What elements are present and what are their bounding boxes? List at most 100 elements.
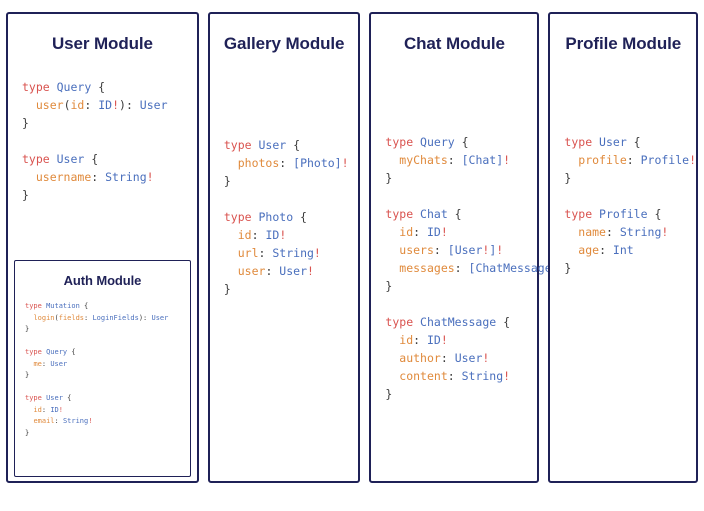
code-token-pun: { bbox=[67, 348, 76, 356]
module-card-chat[interactable]: Chat Module type Query { myChats: [Chat]!… bbox=[369, 12, 565, 483]
module-title-user: User Module bbox=[51, 34, 153, 53]
code-token-kw: type bbox=[223, 210, 259, 224]
code-token-pun: : bbox=[626, 153, 641, 167]
code-token-tn: String bbox=[461, 369, 504, 383]
code-token-tn: User bbox=[46, 394, 63, 402]
code-token-tn: ID bbox=[98, 98, 113, 112]
code-blank-line bbox=[25, 382, 190, 394]
code-line: id: ID! bbox=[224, 226, 359, 244]
code-line: messages: [ChatMessage]! bbox=[385, 259, 565, 277]
code-line: me: User bbox=[25, 359, 190, 371]
code-token-tn: Profile bbox=[599, 207, 648, 221]
code-line: } bbox=[25, 324, 190, 336]
code-line: type Query { bbox=[385, 133, 537, 151]
code-token-pun bbox=[385, 333, 399, 347]
code-blank-line bbox=[25, 336, 190, 348]
code-line: name: String! bbox=[564, 223, 696, 241]
code-line: id: ID! bbox=[385, 331, 537, 349]
code-token-kw: type bbox=[385, 207, 421, 221]
code-token-pun: } bbox=[22, 116, 29, 130]
code-token-pun: : bbox=[265, 264, 280, 278]
code-line: } bbox=[385, 277, 537, 295]
code-token-tn: [Photo] bbox=[293, 156, 342, 170]
code-line: myChats: [Chat]! bbox=[385, 151, 537, 169]
code-token-pun: : bbox=[91, 170, 106, 184]
code-token-bang: ! bbox=[440, 225, 448, 239]
code-token-tn: User bbox=[151, 313, 169, 322]
code-token-pun bbox=[385, 153, 399, 167]
code-token-tn: User bbox=[258, 138, 287, 152]
code-token-pun: { bbox=[496, 315, 511, 329]
code-token-kw: type bbox=[22, 152, 57, 166]
code-token-tn: User bbox=[599, 135, 627, 149]
code-token-pun bbox=[564, 225, 578, 239]
code-token-fld: id bbox=[399, 333, 414, 347]
code-token-pun: { bbox=[91, 80, 106, 94]
module-title-profile: Profile Module bbox=[565, 34, 682, 53]
code-token-tn: Query bbox=[56, 80, 92, 94]
code-token-tn: Mutation bbox=[46, 302, 80, 310]
code-token-kw: type bbox=[25, 348, 47, 356]
code-token-pun: } bbox=[223, 282, 231, 296]
code-token-pun: } bbox=[223, 174, 231, 188]
code-line: user(id: ID!): User bbox=[22, 96, 197, 114]
code-token-tn: Query bbox=[420, 135, 455, 149]
code-token-kw: type bbox=[564, 135, 600, 149]
code-line: } bbox=[25, 370, 190, 382]
code-blank-line bbox=[564, 187, 696, 205]
code-token-pun: : bbox=[41, 359, 51, 368]
code-token-tn: ] bbox=[489, 243, 497, 257]
code-token-tn: String bbox=[619, 225, 662, 239]
code-token-kw: type bbox=[385, 315, 421, 329]
code-token-tn: User bbox=[454, 351, 483, 365]
code-line: } bbox=[385, 169, 537, 187]
code-token-tn: [User bbox=[447, 243, 483, 257]
schema-code-block: type Mutation { login(fields: LoginField… bbox=[15, 301, 190, 439]
code-token-tn: String bbox=[105, 170, 147, 184]
code-token-bang: ! bbox=[496, 243, 504, 257]
code-token-fld: id bbox=[33, 405, 42, 414]
code-token-pun bbox=[22, 170, 36, 184]
code-token-pun: } bbox=[25, 428, 30, 437]
code-line: type ChatMessage { bbox=[385, 313, 537, 331]
code-token-fld: name bbox=[578, 225, 606, 239]
code-line: login(fields: LoginFields): User bbox=[25, 313, 190, 325]
code-token-fld: content bbox=[399, 369, 448, 383]
code-line: type User { bbox=[22, 150, 197, 168]
code-token-tn: Chat bbox=[420, 207, 448, 221]
code-line: } bbox=[224, 172, 359, 190]
code-token-bang: ! bbox=[58, 405, 63, 414]
module-card-user[interactable]: User Module type Query { user(id: ID!): U… bbox=[6, 12, 199, 483]
code-token-tn: User bbox=[56, 152, 85, 166]
code-token-bang: ! bbox=[503, 153, 511, 167]
code-token-pun: } bbox=[25, 371, 30, 379]
code-token-fld: id bbox=[237, 228, 252, 242]
code-token-pun bbox=[385, 261, 399, 275]
code-token-tn: String bbox=[62, 417, 89, 425]
code-token-pun: ): bbox=[138, 313, 152, 322]
code-line: profile: Profile! bbox=[564, 151, 696, 169]
code-token-pun: : bbox=[84, 98, 99, 112]
code-token-fld: url bbox=[237, 246, 259, 260]
module-title-chat: Chat Module bbox=[403, 34, 505, 53]
code-line: type Photo { bbox=[224, 208, 359, 226]
code-token-pun: : bbox=[599, 243, 613, 257]
code-line: type Query { bbox=[22, 78, 197, 96]
code-token-bang: ! bbox=[307, 264, 314, 278]
code-line: users: [User!]! bbox=[385, 241, 537, 259]
code-token-tn: LoginFields bbox=[92, 313, 139, 322]
code-token-fld: author bbox=[399, 351, 441, 365]
code-token-tn: ID bbox=[427, 333, 441, 347]
code-token-pun bbox=[385, 243, 399, 257]
code-line: type Query { bbox=[25, 347, 190, 359]
code-token-bang: ! bbox=[146, 170, 154, 184]
code-token-tn: User bbox=[139, 98, 168, 112]
code-line: user: User! bbox=[224, 262, 359, 280]
code-line: type Chat { bbox=[385, 205, 537, 223]
code-token-pun bbox=[385, 369, 399, 383]
code-line: } bbox=[25, 428, 190, 440]
code-token-tn: ID bbox=[427, 225, 441, 239]
